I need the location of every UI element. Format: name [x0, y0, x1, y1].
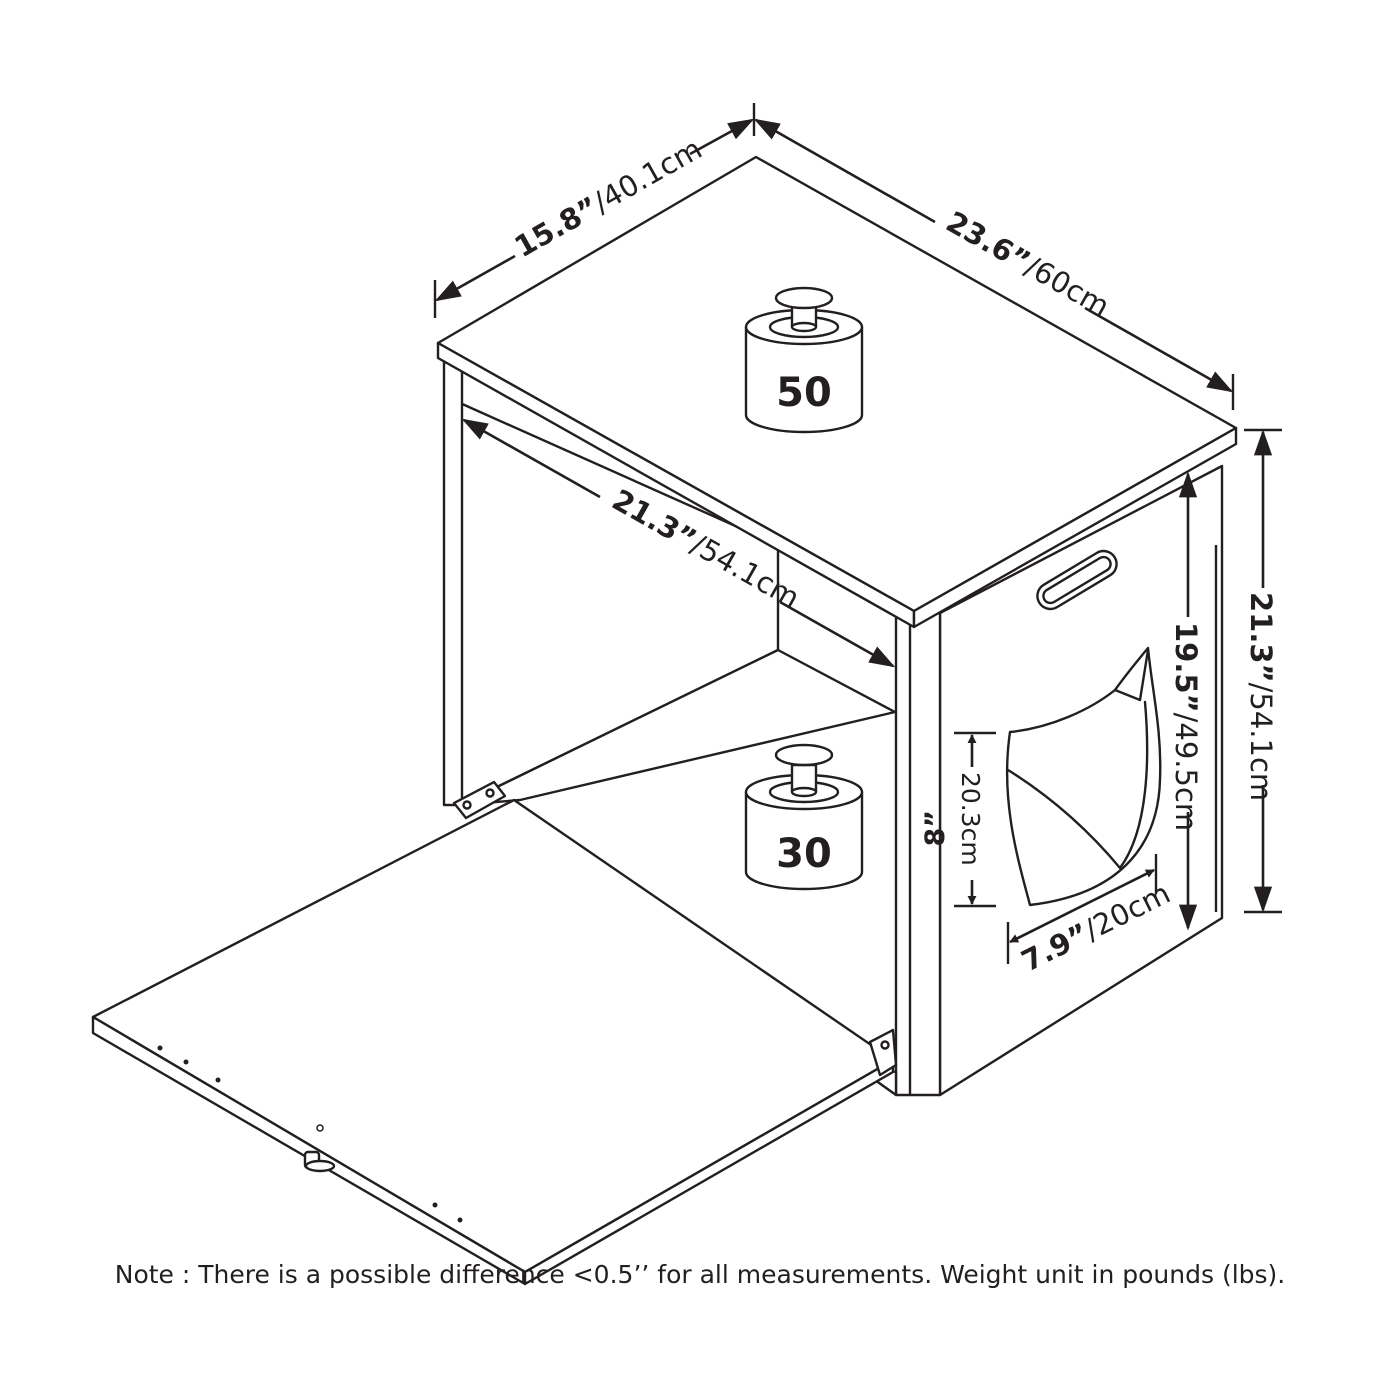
door-foot — [303, 1150, 336, 1173]
svg-text:19.5”/49.5cm: 19.5”/49.5cm — [1169, 622, 1203, 831]
screw-holes — [157, 1045, 463, 1223]
cat-head-opening — [1005, 646, 1162, 907]
dim-top-width-metric: /60cm — [1019, 249, 1115, 323]
door-panel — [91, 780, 898, 1286]
left-post — [442, 356, 464, 807]
svg-text:21.3”/54.1cm: 21.3”/54.1cm — [1244, 592, 1278, 801]
dim-total-height-imperial: 21.3” — [1244, 592, 1278, 683]
dim-opening-height: 20.3cm 8” — [920, 731, 996, 908]
dim-total-height: 21.3”/54.1cm — [1244, 428, 1282, 914]
handle-slot — [1036, 549, 1118, 611]
hinge-left — [452, 780, 507, 820]
dim-opening-height-metric: 20.3cm — [956, 772, 985, 866]
dim-inner-height-imperial: 19.5” — [1169, 622, 1203, 713]
weight-top-label: 50 — [776, 370, 832, 416]
weight-shelf: 30 — [744, 743, 864, 891]
footnote: Note : There is a possible difference <0… — [114, 1260, 1286, 1289]
weight-shelf-label: 30 — [776, 831, 832, 877]
dim-total-height-metric: /54.1cm — [1244, 683, 1278, 802]
dim-inner-height-metric: /49.5cm — [1169, 713, 1203, 832]
table-top-right-edge — [912, 426, 1238, 629]
dim-top-width-imperial: 23.6” — [941, 205, 1037, 279]
weight-top: 50 — [744, 286, 864, 434]
dim-inner-height: 19.5”/49.5cm — [1169, 471, 1203, 931]
dim-opening-height-imperial: 8” — [920, 810, 951, 847]
hinge-right — [868, 1028, 898, 1077]
front-right-post — [894, 611, 942, 1097]
